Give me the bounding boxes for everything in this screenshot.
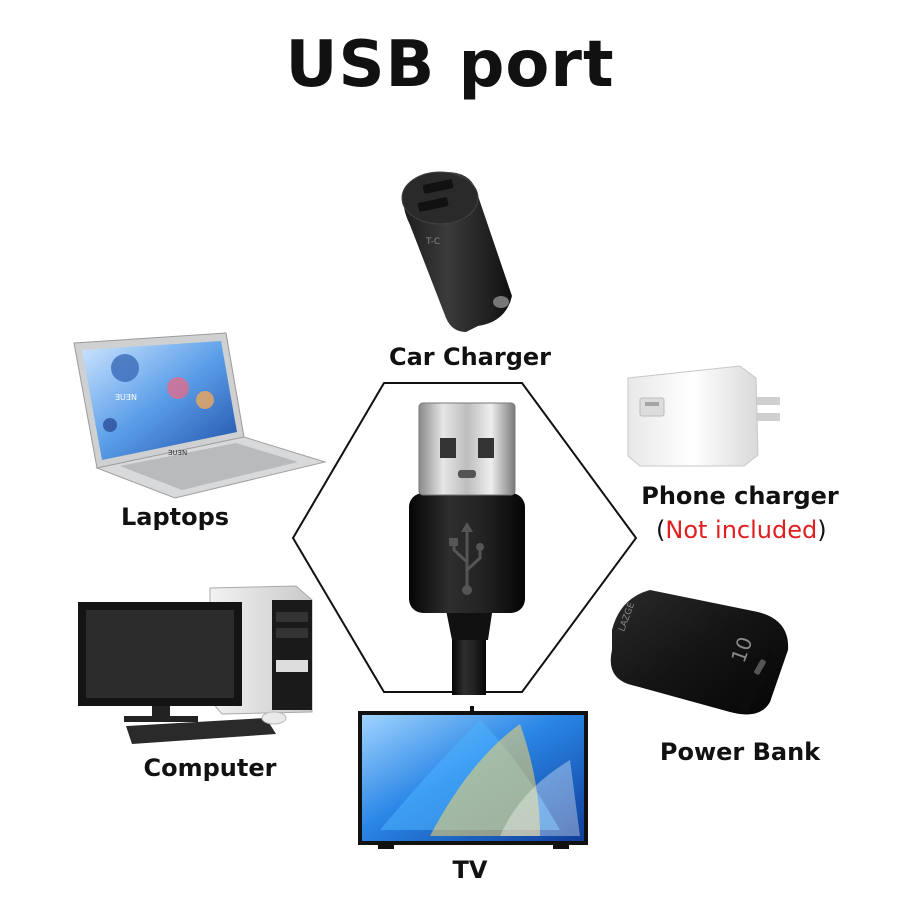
note-paren-open: ( (656, 516, 666, 544)
car-charger-label: Car Charger (388, 343, 552, 371)
page-title: USB port (285, 28, 615, 102)
svg-text:T-C: T-C (425, 237, 440, 247)
tv-label: TV (452, 856, 488, 884)
laptop-keyboard-brand: ƎUƎN (168, 449, 187, 457)
phone-charger-label: Phone charger (641, 482, 839, 510)
not-included-note: (Not included) (656, 516, 827, 544)
laptop-screen-brand: ƎUƎN (115, 393, 137, 402)
note-paren-close: ) (817, 516, 827, 544)
laptops-label: Laptops (120, 503, 230, 531)
power-bank-label: Power Bank (659, 738, 821, 766)
not-included-text: Not included (665, 516, 818, 544)
computer-label: Computer (143, 754, 277, 782)
